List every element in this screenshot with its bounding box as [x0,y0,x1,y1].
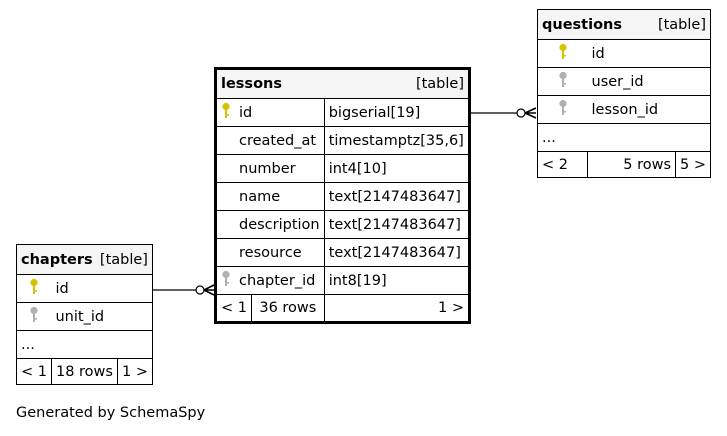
row-count: 5 rows [586,151,677,178]
key-cell-empty [215,154,235,183]
column-type: bigserial[19] [323,98,471,127]
column-type: text[2147483647] [323,182,471,211]
table-type-tag: [table] [99,251,148,268]
table-name: chapters [21,251,93,268]
generated-by-footer: Generated by SchemaSpy [16,405,206,421]
column-name: resource [235,238,325,267]
table-nav-row: < 2 5 rows 5 > [537,151,711,178]
column-row[interactable]: id [537,39,711,68]
table-header[interactable]: questions [table] [537,9,711,40]
primary-key-icon [558,43,568,64]
nav-prev[interactable]: < 1 [16,358,52,385]
column-row[interactable]: lesson_id [537,95,711,124]
key-cell-empty [215,126,235,155]
column-row[interactable]: unit_id [16,302,153,331]
column-type: text[2147483647] [323,238,471,267]
row-count: 18 rows [50,358,118,385]
column-name: lesson_id [587,95,711,124]
edge-lessons-questions [471,107,537,119]
column-name: user_id [587,67,711,96]
key-cell-empty [215,182,235,211]
column-type: int4[10] [323,154,471,183]
edge-chapters-lessons [150,284,215,296]
column-name: id [235,98,325,127]
key-cell-empty [215,238,235,267]
table-type-tag: [table] [657,16,706,33]
table-nav-row: < 1 36 rows 1 > [215,294,471,323]
primary-key-icon [29,278,39,299]
more-columns-ellipsis: ... [16,330,153,359]
key-cell-empty [215,210,235,239]
nav-next[interactable]: 1 > [323,294,471,323]
column-row[interactable]: user_id [537,67,711,96]
foreign-key-icon [29,306,39,327]
table-type-tag: [table] [415,76,464,92]
row-count: 36 rows [259,300,317,316]
foreign-key-icon [558,99,568,120]
column-name: id [51,274,153,303]
column-row[interactable]: id [16,274,153,303]
nav-next[interactable]: 1 > [116,358,153,385]
column-name: id [587,39,711,68]
more-columns-ellipsis: ... [537,123,711,152]
column-type: int8[19] [323,266,471,295]
column-type: text[2147483647] [323,210,471,239]
column-name: number [235,154,325,183]
table-header[interactable]: chapters [table] [16,244,153,275]
nav-prev[interactable]: < 1 [217,295,252,321]
column-name: chapter_id [235,266,325,295]
column-type: timestamptz[35,6] [323,126,471,155]
nav-prev[interactable]: < 2 [537,151,588,178]
primary-key-icon [221,102,231,123]
table-name: questions [542,16,622,33]
column-name: unit_id [51,302,153,331]
table-nav-row: < 1 18 rows 1 > [16,358,153,385]
foreign-key-icon [558,71,568,92]
table-header[interactable]: lessons [table] [215,68,470,99]
nav-next[interactable]: 5 > [675,151,711,178]
column-name: description [235,210,325,239]
column-name: created_at [235,126,325,155]
table-name: lessons [221,76,282,92]
column-name: name [235,182,325,211]
foreign-key-icon [221,270,231,291]
